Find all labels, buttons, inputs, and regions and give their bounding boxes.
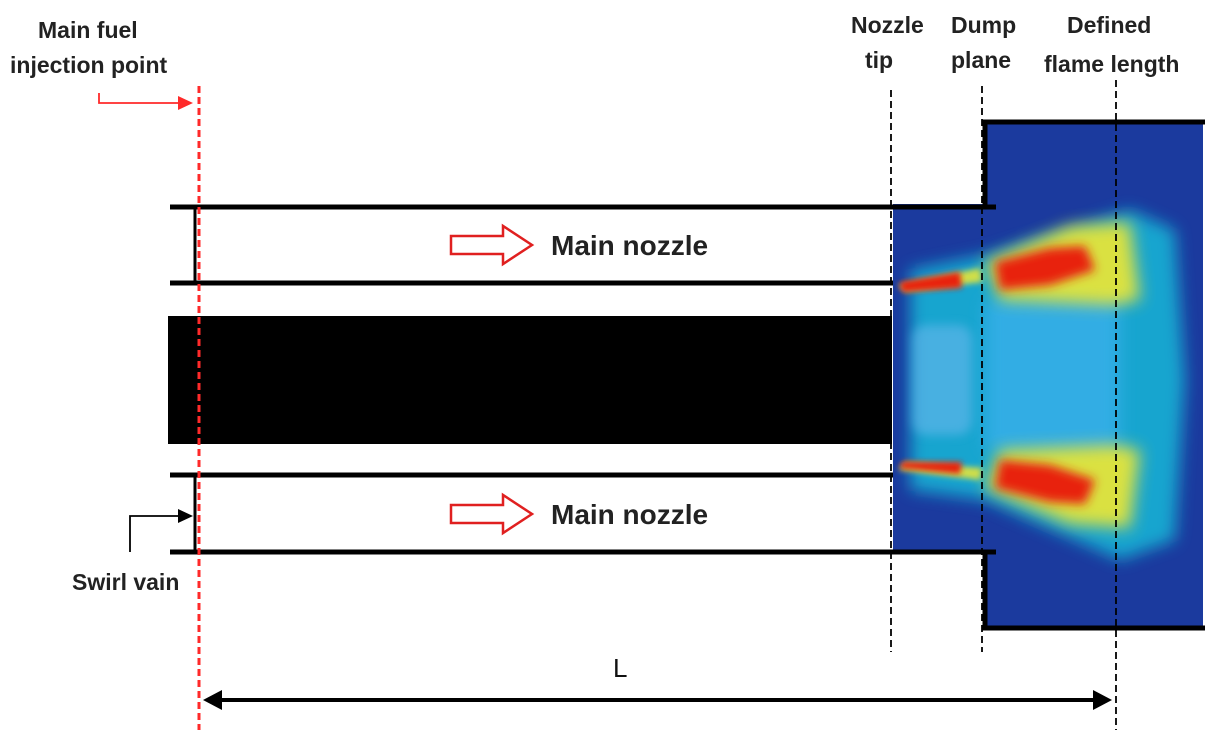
main-nozzle-label-lower: Main nozzle <box>551 499 708 530</box>
nozzle-tip-label-line2: tip <box>865 47 893 73</box>
nozzle-walls <box>170 204 996 555</box>
flow-arrow-lower <box>449 492 535 536</box>
swirl-vain-label: Swirl vain <box>72 569 179 595</box>
main-fuel-label-line1: Main fuel <box>38 17 138 43</box>
injection-pointer-arrow <box>98 93 193 110</box>
main-nozzle-label-upper: Main nozzle <box>551 230 708 261</box>
flow-arrow-upper <box>449 223 535 267</box>
nozzle-tip-label-line1: Nozzle <box>851 12 924 38</box>
flame-image <box>893 122 1203 628</box>
main-fuel-label-line2: injection point <box>10 52 167 78</box>
swirl-vain-pointer-arrow <box>129 509 193 552</box>
flame-length-label-line1: Defined <box>1067 12 1151 38</box>
dump-plane-label-line1: Dump <box>951 12 1016 38</box>
dump-plane-label-line2: plane <box>951 47 1011 73</box>
central-body <box>168 316 892 444</box>
flame-length-label-line2: flame length <box>1044 51 1179 77</box>
chamber-walls <box>982 119 1205 631</box>
length-dimension-arrow <box>203 690 1112 710</box>
length-label: L <box>613 653 627 683</box>
